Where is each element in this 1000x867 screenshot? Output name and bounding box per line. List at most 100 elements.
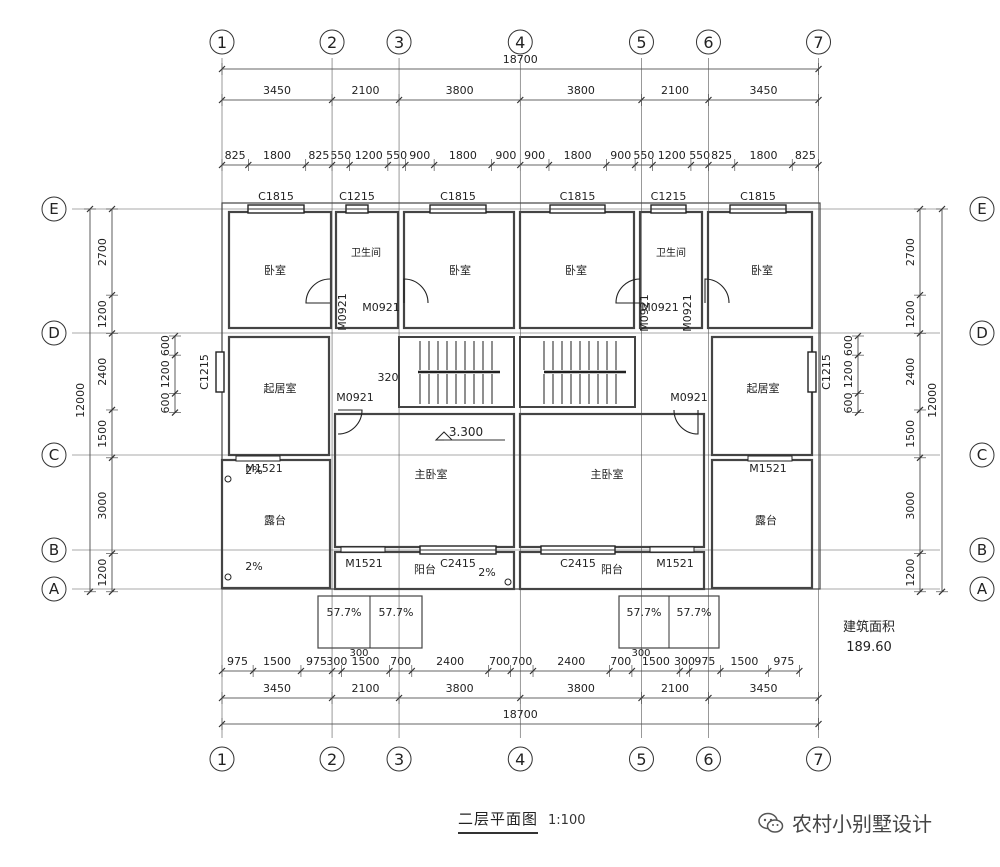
dim-detail-bottom-label: 2400 xyxy=(436,655,464,668)
room-label-bedroom-4: 卧室 xyxy=(751,263,773,277)
area-label: 建筑面积 xyxy=(843,620,896,635)
axis-label-right-B: B xyxy=(977,541,987,559)
dim-bays-bottom-label: 3450 xyxy=(750,682,778,695)
door-label-m0921-b: M0921 xyxy=(638,294,651,332)
axis-label-left-D: D xyxy=(48,324,60,342)
axis-bubble-top-6 xyxy=(695,29,721,55)
dim-windows-top-label: 1200 xyxy=(355,149,383,162)
dim-rows-left-label: 1500 xyxy=(96,420,109,448)
room-label-master-2: 主卧室 xyxy=(591,467,624,481)
axis-bubble-left-E xyxy=(41,196,67,222)
stair-left xyxy=(398,336,515,408)
drain-2 xyxy=(224,573,232,581)
axis-bubble-top-5 xyxy=(628,29,654,55)
dim-detail-bottom-label: 700 xyxy=(489,655,510,668)
dim-windows-top-label: 900 xyxy=(610,149,631,162)
drain-1 xyxy=(224,475,232,483)
dim-bays-bottom-label: 3800 xyxy=(567,682,595,695)
drawing-title-block: 二层平面图 1:100 xyxy=(458,808,585,834)
dim-windows-top-label: 900 xyxy=(495,149,516,162)
dim-window-side-left-label: 1200 xyxy=(159,360,172,388)
canopy-gap-label: 300 xyxy=(349,648,368,659)
dim-detail-bottom-label: 300 xyxy=(326,655,347,668)
axis-bubble-left-D xyxy=(41,320,67,346)
room-label-balcony-2: 阳台 xyxy=(601,562,623,576)
door-label-master-right: M1521 xyxy=(656,557,694,570)
stair-right xyxy=(519,336,636,408)
drawing-scale: 1:100 xyxy=(548,813,586,828)
dim-detail-bottom-label: 975 xyxy=(306,655,327,668)
door-leaf-0 xyxy=(235,455,281,462)
door-leaf-1 xyxy=(747,455,793,462)
wechat-icon xyxy=(758,812,784,833)
axis-label-left-E: E xyxy=(49,200,58,218)
door-swing-bedroom-right xyxy=(704,278,730,304)
dim-detail-bottom-label: 700 xyxy=(610,655,631,668)
slope-label-2: 2% xyxy=(245,560,262,573)
door-swing-living-right xyxy=(673,409,699,435)
dim-windows-top-label: 1200 xyxy=(658,149,686,162)
axis-bubble-top-7 xyxy=(806,29,832,55)
dim-bays-top-label: 3800 xyxy=(446,84,474,97)
dim-detail-bottom-label: 975 xyxy=(773,655,794,668)
door-label-m0921-c: M0921 xyxy=(681,294,694,332)
window-side-1 xyxy=(807,351,817,393)
room-label-bedroom-2: 卧室 xyxy=(449,263,471,277)
dim-rows-right-label: 3000 xyxy=(904,492,917,520)
dim-rows-right-label: 1200 xyxy=(904,559,917,587)
axis-label-right-A: A xyxy=(977,580,988,598)
axis-bubble-left-B xyxy=(41,537,67,563)
axis-label-bottom-3: 3 xyxy=(394,750,404,769)
dim-windows-top-label: 1800 xyxy=(449,149,477,162)
axis-bubble-bottom-2 xyxy=(319,746,345,772)
axis-bubble-right-D xyxy=(969,320,995,346)
dim-bays-top-label: 2100 xyxy=(661,84,689,97)
dim-detail-bottom-label: 1500 xyxy=(352,655,380,668)
dim-rows-left-label: 1200 xyxy=(96,300,109,328)
room-label-living-1: 起居室 xyxy=(264,381,297,395)
dim-total-left-label: 12000 xyxy=(74,383,87,418)
dim-windows-top-label: 550 xyxy=(633,149,654,162)
door-label-living-left: M0921 xyxy=(336,391,374,404)
axis-bubble-right-E xyxy=(969,196,995,222)
room-label-balcony-1: 阳台 xyxy=(414,562,436,576)
room-label-bedroom-1: 卧室 xyxy=(264,263,286,277)
dim-bays-top-label: 3450 xyxy=(750,84,778,97)
door-label-bath-left: M0921 xyxy=(362,301,400,314)
door-leaf-3 xyxy=(649,546,695,553)
area-value: 189.60 xyxy=(846,640,892,655)
dim-rows-left-label: 1200 xyxy=(96,559,109,587)
axis-bubble-bottom-5 xyxy=(628,746,654,772)
dim-windows-top-label: 825 xyxy=(225,149,246,162)
slope-label-1: 2% xyxy=(245,464,262,477)
dim-rows-right-label: 1500 xyxy=(904,420,917,448)
axis-label-left-A: A xyxy=(49,580,60,598)
dim-bays-bottom-label: 3450 xyxy=(263,682,291,695)
dim-bays-bottom-label: 2100 xyxy=(661,682,689,695)
axis-bubble-bottom-3 xyxy=(386,746,412,772)
room-living-right xyxy=(710,335,814,457)
door-label-terrace-left: M1521 xyxy=(245,462,283,475)
axis-label-top-1: 1 xyxy=(217,33,227,52)
axis-label-top-3: 3 xyxy=(394,33,404,52)
room-living-left xyxy=(227,335,331,457)
axis-bubble-right-B xyxy=(969,537,995,563)
axis-label-bottom-6: 6 xyxy=(703,750,713,769)
axis-label-top-2: 2 xyxy=(327,33,337,52)
axis-label-top-4: 4 xyxy=(515,33,525,52)
dim-windows-top-label: 1800 xyxy=(263,149,291,162)
dim-bays-top-label: 3450 xyxy=(263,84,291,97)
dim-detail-bottom-label: 1500 xyxy=(263,655,291,668)
dim-windows-top-label: 825 xyxy=(308,149,329,162)
axis-bubble-left-C xyxy=(41,442,67,468)
dim-rows-left-label: 2700 xyxy=(96,238,109,266)
window-label-top-2: C1815 xyxy=(440,190,476,203)
axis-label-bottom-2: 2 xyxy=(327,750,337,769)
door-swing-bath-right xyxy=(615,278,641,304)
axis-label-right-C: C xyxy=(977,446,987,464)
canopy-slope-label: 57.7% xyxy=(627,606,662,619)
dim-window-side-right-label: 600 xyxy=(842,392,855,413)
axis-label-top-6: 6 xyxy=(703,33,713,52)
dim-window-side-right-label: 600 xyxy=(842,335,855,356)
